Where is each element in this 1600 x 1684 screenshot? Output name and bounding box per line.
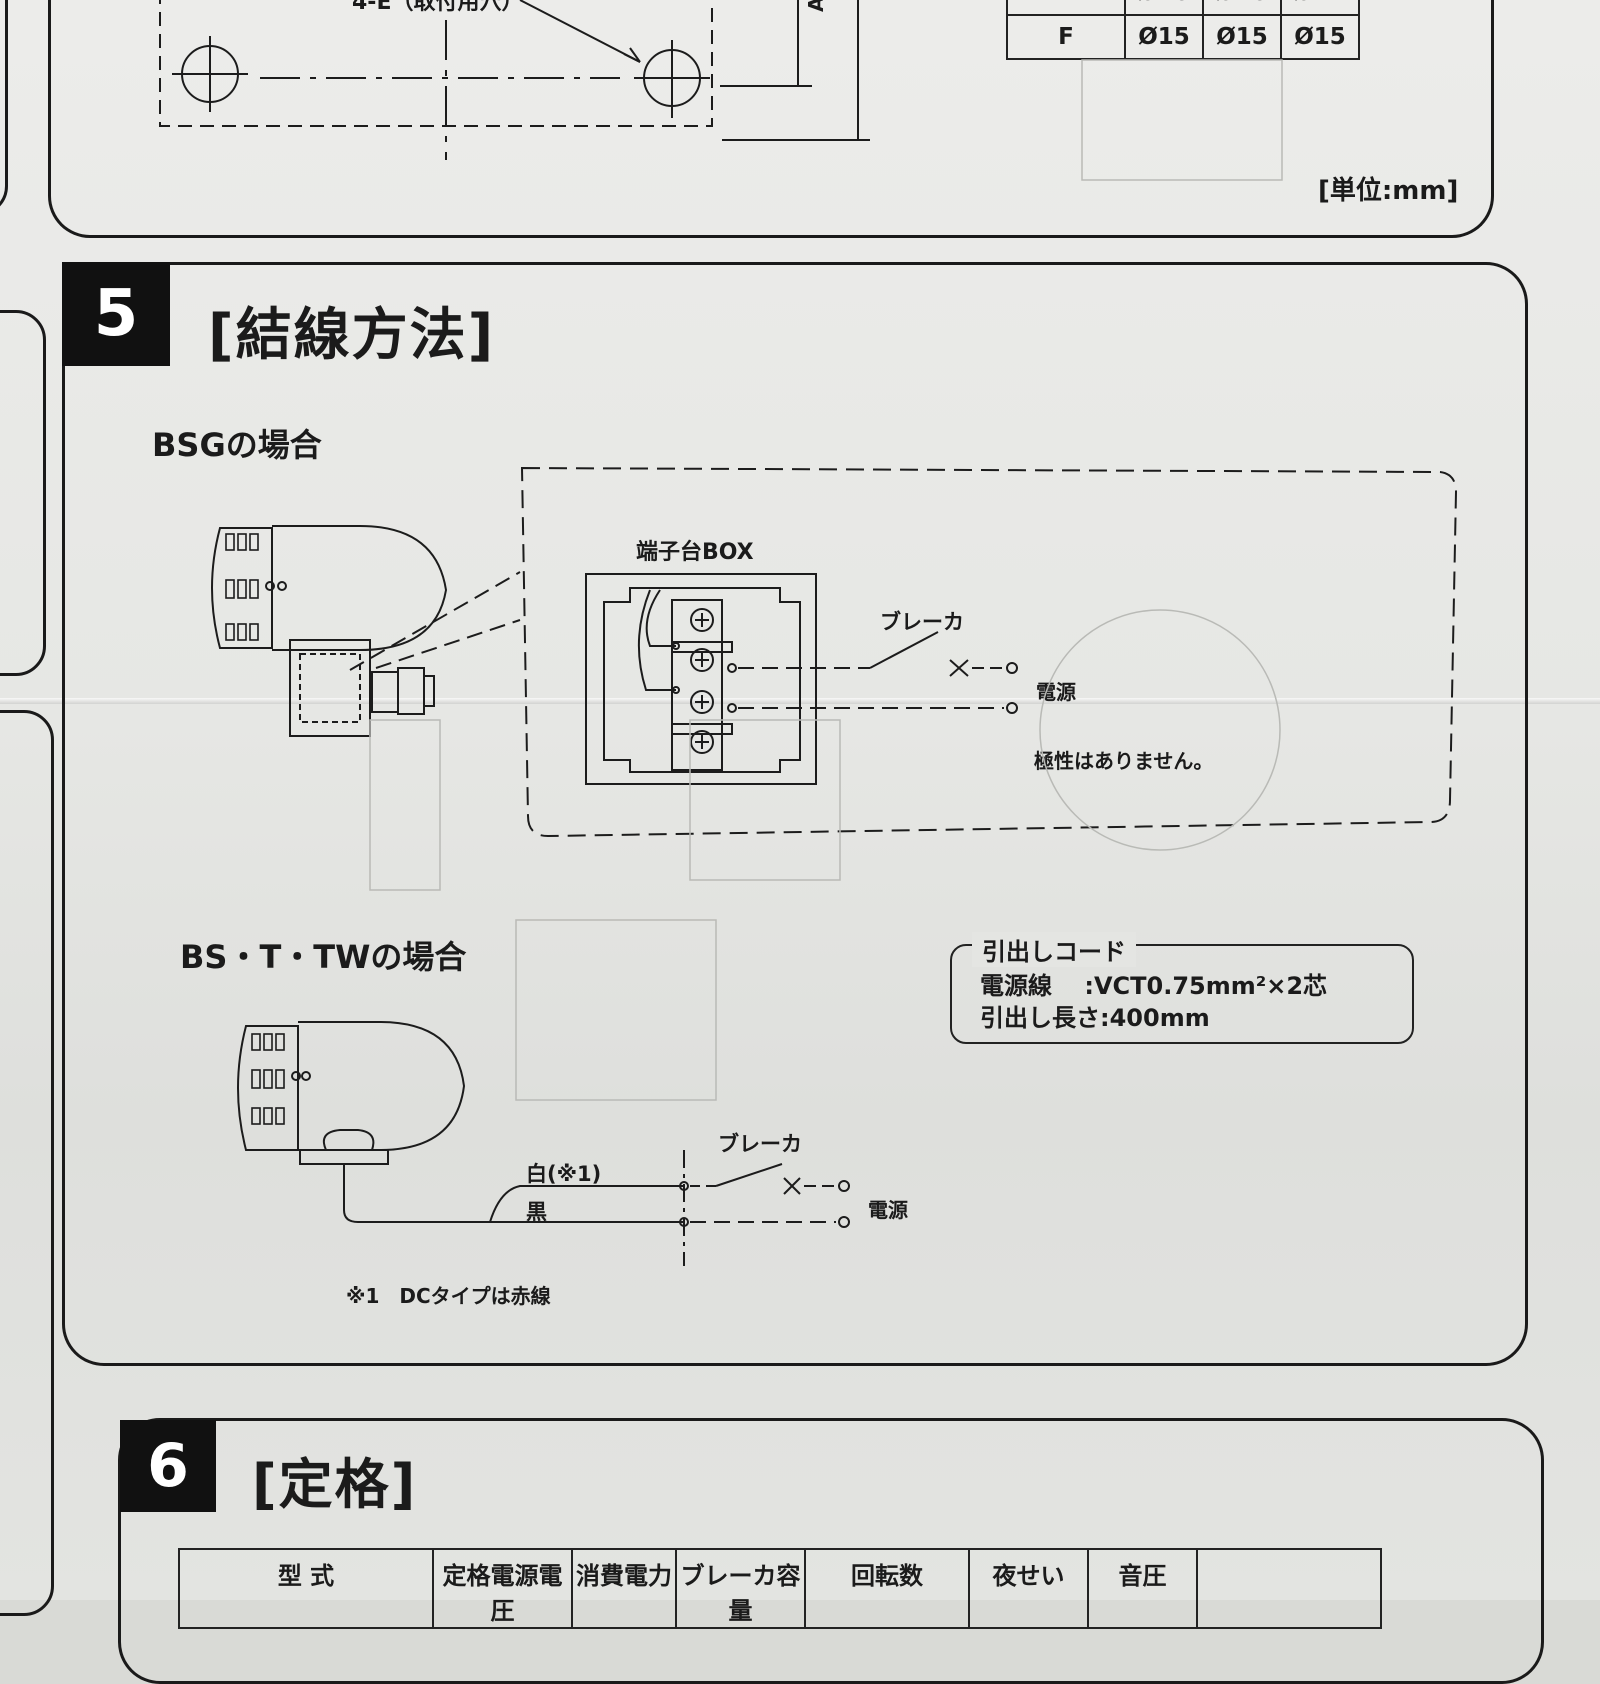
bst-siren-drawing <box>237 1021 850 1266</box>
mounting-hole-label: 4-E（取付用穴） <box>352 0 524 15</box>
left-edge-panel-upper <box>0 310 46 676</box>
bst-breaker-label: ブレーカ <box>718 1132 802 1156</box>
dc-footnote: ※1 DCタイプは赤線 <box>346 1284 551 1308</box>
table-row: F Ø15 Ø15 Ø15 <box>1006 14 1360 60</box>
wire-black-label: 黒 <box>526 1200 547 1224</box>
unit-label: [単位:mm] <box>1318 176 1459 206</box>
bsg-breaker-label: ブレーカ <box>880 610 964 634</box>
terminal-box-label: 端子台BOX <box>636 540 754 565</box>
bsg-heading: BSGの場合 <box>152 426 322 464</box>
bsg-breaker-wiring <box>738 631 1018 714</box>
polarity-note: 極性はありません。 <box>1034 749 1214 773</box>
wiring-drawings <box>159 0 1458 1266</box>
table-cell: Ø15 <box>1280 14 1360 60</box>
table-cell: Ø15 <box>1124 14 1204 60</box>
bst-power-label: 電源 <box>868 1198 908 1222</box>
cord-title: 引出しコード <box>972 932 1136 967</box>
cord-line-power: 電源線 :VCT0.75mm²×2芯 <box>980 972 1328 1000</box>
bsg-siren-drawing <box>211 466 1458 838</box>
table-cell: Ø15 <box>1202 14 1282 60</box>
table-cell: F <box>1006 14 1126 60</box>
mounting-plate-drawing <box>159 0 870 160</box>
section4-panel <box>48 0 1494 238</box>
show-through-lines <box>369 59 1283 1101</box>
section6-number: 6 <box>120 1420 216 1512</box>
table-cell: Ø10 <box>1202 0 1282 16</box>
dimension-table: E Ø10 Ø10 Ø11 F Ø15 Ø15 Ø15 <box>1006 0 1360 60</box>
paper-background <box>0 0 1600 1600</box>
cord-spec-box <box>950 944 1414 1044</box>
bsg-power-label: 電源 <box>1036 680 1076 704</box>
table-cell: Ø11 <box>1280 0 1360 16</box>
section5-panel <box>62 262 1528 1366</box>
table-row: E Ø10 Ø10 Ø11 <box>1006 0 1360 16</box>
section5-title: [結線方法] <box>208 303 496 368</box>
section5-number: 5 <box>62 262 170 366</box>
table-header: ブレーカ容量 <box>675 1548 806 1629</box>
bst-heading: BS・T・TWの場合 <box>180 938 467 976</box>
section6-title: [定格] <box>252 1453 418 1516</box>
wire-white-label: 白(※1) <box>526 1162 602 1186</box>
cord-line-length: 引出し長さ:400mm <box>980 1004 1210 1032</box>
table-cell: E <box>1006 0 1126 16</box>
terminal-box-drawing <box>585 573 817 785</box>
table-cell: Ø10 <box>1124 0 1204 16</box>
